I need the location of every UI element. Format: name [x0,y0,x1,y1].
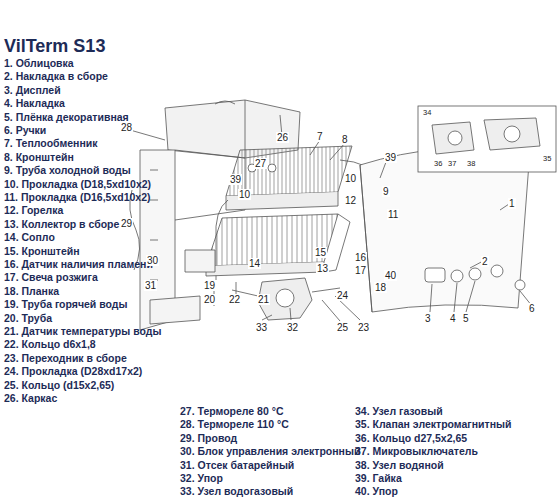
callout-number: 14 [248,258,261,269]
callout-number: 7 [316,131,324,142]
part-list-item: 2. Накладка в сборе [4,70,108,82]
diagram-title: VilTerm S13 [4,36,105,57]
part-list-item: 34. Узел газовый [355,405,443,417]
part-list-item: 26. Каркас [4,392,57,404]
part-list-item: 31. Отсек батарейный [180,459,294,471]
callout-number: 8 [341,134,349,145]
part-list-item: 40. Упор [355,485,398,497]
part-list-item: 1. Облицовка [4,57,74,69]
part-list-item: 20. Труба [4,312,52,324]
callout-number: 35 [542,155,552,163]
part-list-item: 23. Переходник в сборе [4,352,127,364]
callout-number: 3 [424,313,432,324]
callout-number: 4 [449,313,457,324]
part-list-item: 29. Провод [180,432,237,444]
part-list-item: 9. Труба холодной воды [4,164,131,176]
callout-number: 9 [382,186,390,197]
callout-number: 6 [528,303,536,314]
callout-number: 27 [254,158,267,169]
callout-number: 31 [144,280,157,291]
callout-number: 38 [466,160,476,168]
part-list-item: 35. Клапан электромагнитный [355,418,511,430]
part-list-item: 21. Датчик температуры воды [4,325,161,337]
part-list-item: 25. Кольцо (d15x2,65) [4,379,114,391]
callout-number: 30 [146,255,159,266]
part-list-item: 22. Кольцо d6x1,8 [4,338,96,350]
callout-number: 20 [203,294,216,305]
part-list-item: 14. Сопло [4,231,55,243]
callout-number: 29 [120,218,133,229]
callout-number: 16 [354,252,367,263]
part-list-item: 6. Ручки [4,124,46,136]
callout-number: 36 [433,160,443,168]
callout-number: 18 [374,282,387,293]
part-list-item: 37. Микровыключатель [355,445,478,457]
callout-number: 10 [344,173,357,184]
part-list-item: 5. Плёнка декоративная [4,111,129,123]
callout-number: 37 [447,160,457,168]
part-list-item: 27. Термореле 80 °С [180,405,283,417]
callout-number: 24 [336,290,349,301]
part-list-item: 38. Узел водяной [355,459,444,471]
callout-number: 25 [336,322,349,333]
part-list-item: 8. Кронштейн [4,151,74,163]
callout-number: 39 [229,174,242,185]
callout-number: 17 [354,265,367,276]
callout-number: 11 [387,209,399,220]
part-list-item: 32. Упор [180,472,223,484]
part-list-item: 33. Узел водогазовый [180,485,293,497]
part-list-item: 12. Горелка [4,204,63,216]
part-list-item: 10. Прокладка (D18,5xd10x2) [4,178,151,190]
part-list-item: 7. Теплообменник [4,137,97,149]
callout-number: 5 [462,313,470,324]
part-list-item: 36. Кольцо d27,5x2,65 [355,432,467,444]
part-list-item: 19. Труба горячей воды [4,298,127,310]
callout-number: 28 [120,122,133,133]
callout-number: 21 [257,294,270,305]
callout-number: 33 [255,322,268,333]
callout-number: 15 [314,247,327,258]
callout-number: 2 [481,256,489,267]
part-list-item: 13. Коллектор в сборе [4,218,119,230]
callout-number: 19 [203,280,216,291]
part-list-item: 24. Прокладка (D28xd17x2) [4,365,142,377]
part-list-item: 18. Планка [4,285,59,297]
part-list-item: 28. Термореле 110 °С [180,418,289,430]
callout-number: 1 [508,198,516,209]
callout-number: 23 [357,322,370,333]
callout-number: 10 [238,189,251,200]
callout-number: 40 [384,270,397,281]
part-list-item: 4. Накладка [4,97,65,109]
part-list-item: 17. Свеча розжига [4,271,98,283]
part-list-item: 11. Прокладка (D16,5xd10x2) [4,191,151,203]
part-list-item: 15. Кронштейн [4,245,80,257]
part-list-item: 30. Блок управления электронный [180,445,360,457]
part-list-item: 16. Датчик наличия пламени [4,258,153,270]
part-list-item: 39. Гайка [355,472,402,484]
callout-number: 12 [344,195,357,206]
callout-number: 32 [286,322,299,333]
part-list-item: 3. Дисплей [4,84,61,96]
callout-number: 39 [384,152,397,163]
callout-number: 13 [316,263,329,274]
callout-number: 34 [422,109,432,117]
callout-number: 26 [276,132,289,143]
callout-number: 22 [228,294,241,305]
